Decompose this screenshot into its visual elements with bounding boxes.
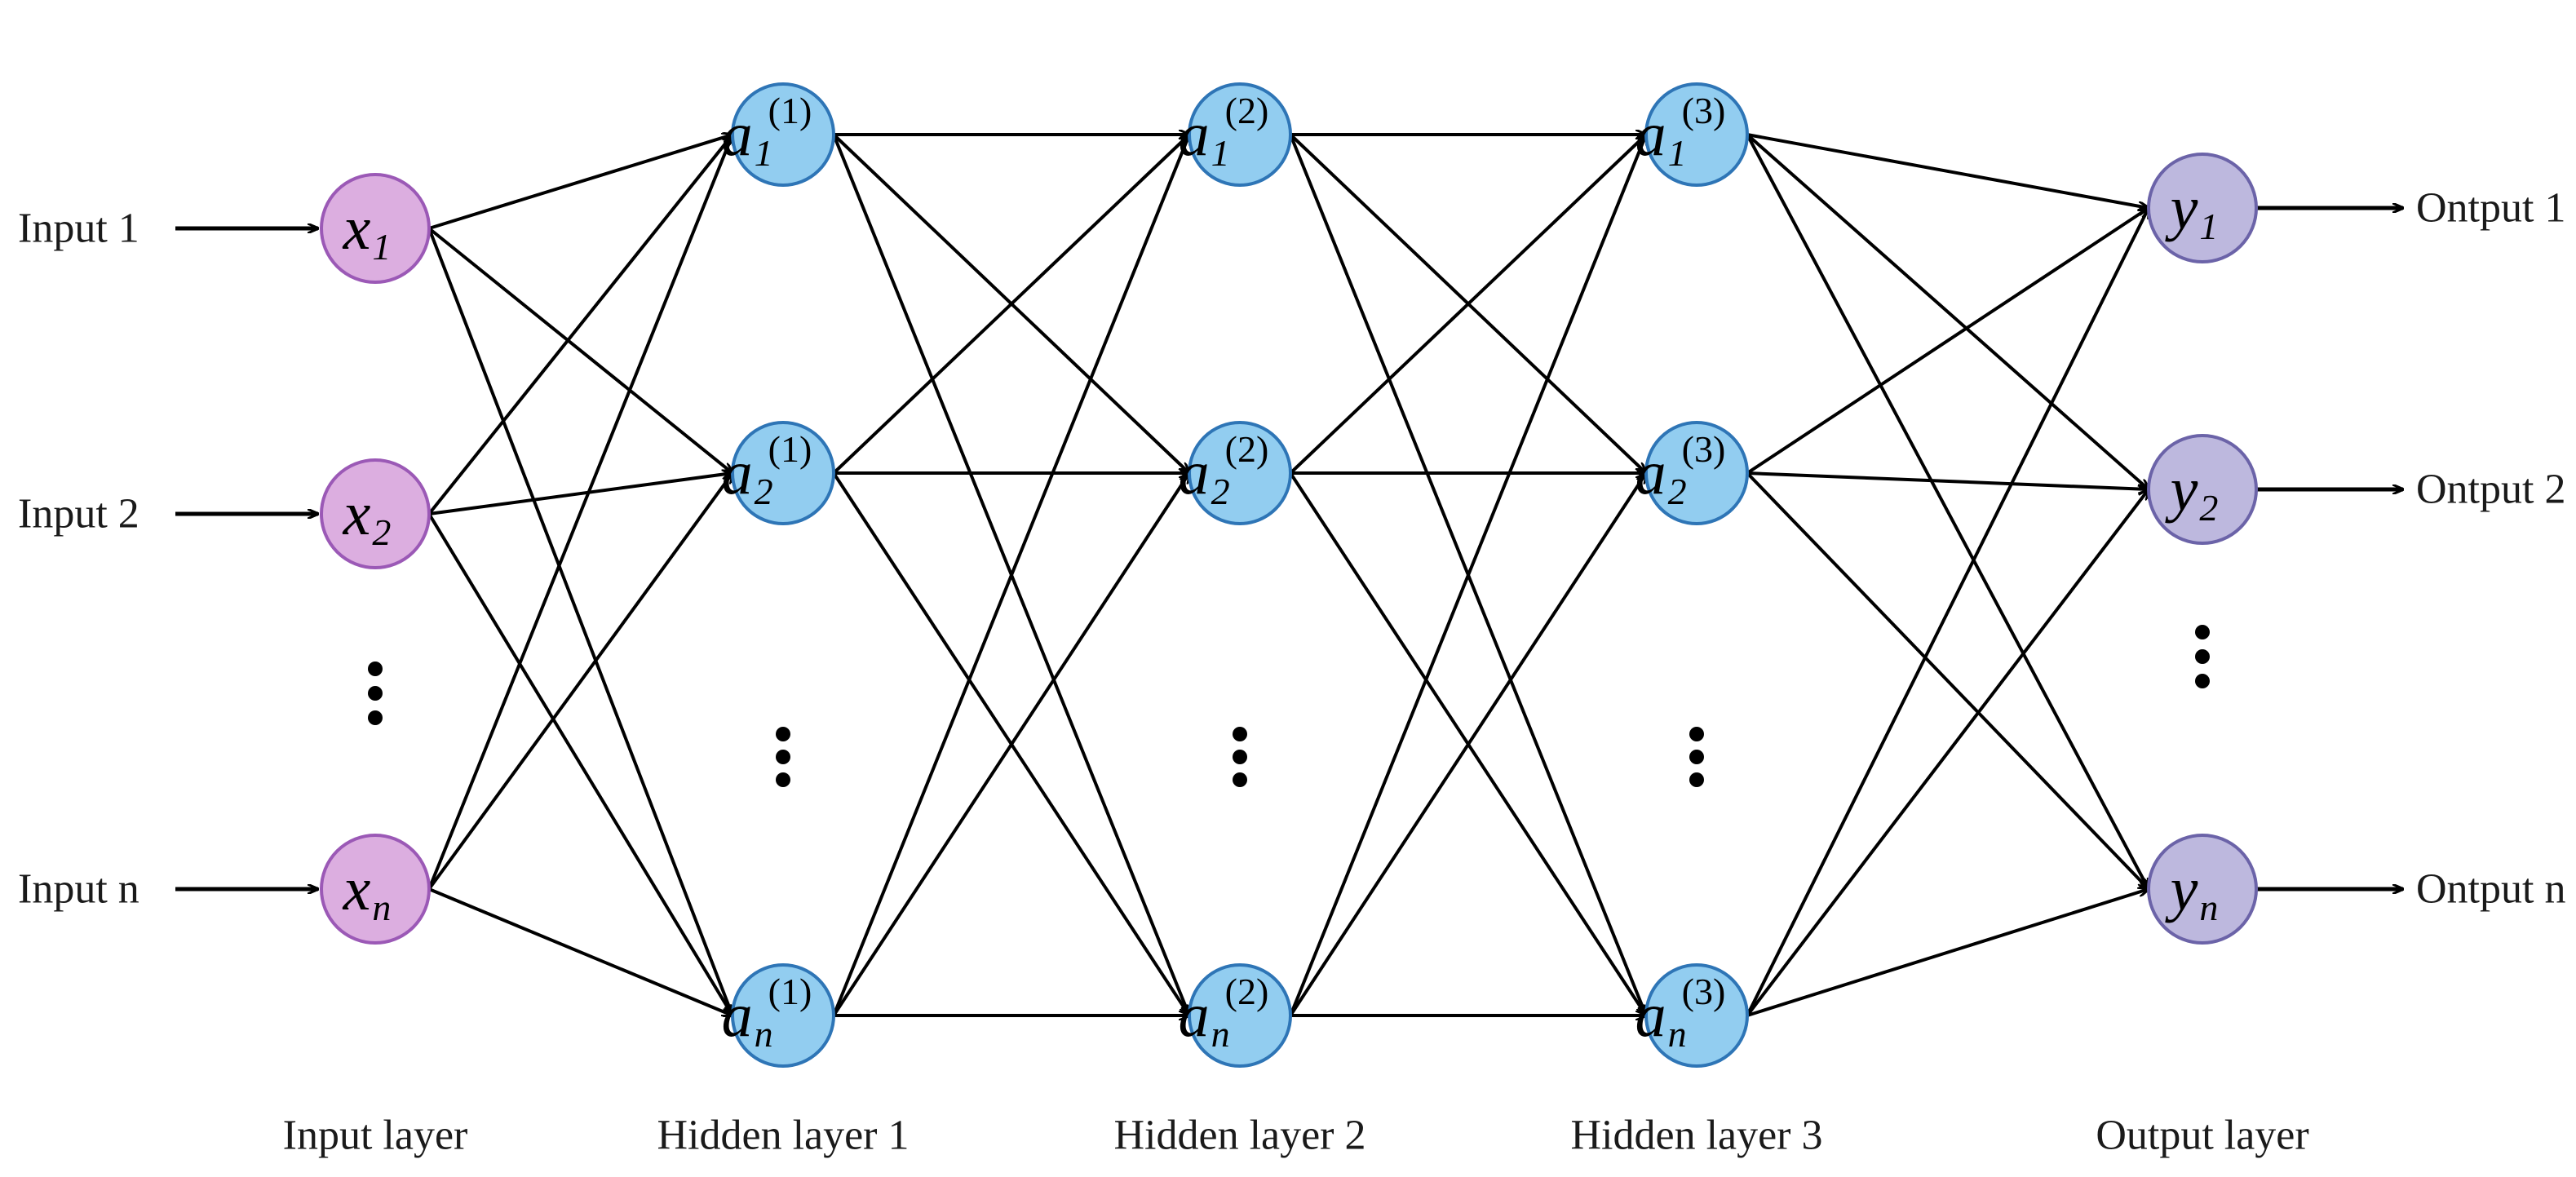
node-label-hidden2-1: a1(2) <box>1179 90 1269 174</box>
node-group: x1 x2 xn a1(1) a2(1) an(1) a1(2) a2(2) an(2) a1(3… <box>320 82 2258 1068</box>
edge-group <box>427 133 2149 1017</box>
layer-caption-hidden1: Hidden layer 1 <box>657 1113 909 1159</box>
edge-hidden3-2-to-output-1 <box>1746 208 2149 475</box>
vertical-ellipsis-dot-output-1 <box>2195 625 2210 639</box>
edge-input-1-to-hidden1-3 <box>427 228 733 1015</box>
node-label-hidden1-1: a1(1) <box>722 90 812 174</box>
node-label-input-1: x1 <box>343 194 392 268</box>
output-label-2: Ontput 2 <box>2416 467 2565 513</box>
edge-hidden1-3-to-hidden2-1 <box>832 135 1189 1016</box>
io-arrow-group <box>175 208 2403 889</box>
edge-input-2-to-hidden1-1 <box>427 135 733 515</box>
edge-input-3-to-hidden1-2 <box>427 473 733 891</box>
input-label-2: Input 2 <box>18 491 139 538</box>
node-hidden2-2[interactable] <box>1188 421 1292 525</box>
node-label-hidden2-3: an(2) <box>1179 971 1269 1055</box>
edge-hidden3-1-to-output-2 <box>1746 133 2149 489</box>
node-input-2[interactable] <box>320 458 431 569</box>
caption-group: Input layer Hidden layer 1 Hidden layer 2 H… <box>283 1113 2309 1159</box>
edge-hidden2-2-to-hidden3-1 <box>1289 135 1646 475</box>
edge-hidden3-2-to-output-2 <box>1746 471 2149 489</box>
node-hidden1-1[interactable] <box>731 82 835 187</box>
node-label-hidden3-1: a1(3) <box>1635 90 1726 174</box>
vertical-ellipsis-dot-hidden2-2 <box>1233 750 1247 764</box>
vertical-ellipsis-dot-hidden3-2 <box>1689 750 1704 764</box>
node-label-hidden2-2: a2(2) <box>1179 428 1269 512</box>
edge-input-2-to-hidden1-3 <box>427 512 733 1015</box>
ellipsis-group <box>368 625 2210 787</box>
node-input-3[interactable] <box>320 834 431 945</box>
io-text-group: Input 1 Input 2 Input n Ontput 1 Ontput 2 Ont… <box>18 185 2565 913</box>
output-label-1: Ontput 1 <box>2416 185 2565 232</box>
node-output-2[interactable] <box>2147 434 2258 545</box>
node-hidden1-3[interactable] <box>731 963 835 1068</box>
node-hidden1-2[interactable] <box>731 421 835 525</box>
edge-hidden3-1-to-output-1 <box>1746 133 2149 208</box>
vertical-ellipsis-dot-output-3 <box>2195 674 2210 688</box>
vertical-ellipsis-dot-hidden2-3 <box>1233 772 1247 787</box>
node-label-output-2: y2 <box>2165 455 2219 529</box>
node-label-hidden3-3: an(3) <box>1635 971 1726 1055</box>
edge-input-3-to-hidden1-1 <box>427 135 733 890</box>
node-output-1[interactable] <box>2147 153 2258 263</box>
input-label-3: Input n <box>18 866 139 913</box>
edge-input-2-to-hidden1-2 <box>428 473 733 515</box>
layer-caption-input: Input layer <box>283 1113 468 1159</box>
layer-caption-hidden2: Hidden layer 2 <box>1113 1113 1365 1159</box>
node-hidden3-2[interactable] <box>1644 421 1749 525</box>
edge-hidden1-2-to-hidden2-1 <box>832 135 1189 475</box>
edge-input-1-to-hidden1-2 <box>427 227 733 473</box>
node-hidden3-3[interactable] <box>1644 963 1749 1068</box>
node-hidden2-3[interactable] <box>1188 963 1292 1068</box>
edge-input-3-to-hidden1-3 <box>428 887 733 1015</box>
edge-hidden3-3-to-output-3 <box>1746 889 2149 1017</box>
vertical-ellipsis-dot-hidden1-1 <box>776 727 790 741</box>
layer-caption-output: Output layer <box>2096 1113 2308 1159</box>
node-label-hidden1-3: an(1) <box>722 971 812 1055</box>
edge-input-1-to-hidden1-1 <box>428 135 733 230</box>
node-label-output-1: y1 <box>2165 174 2219 247</box>
edge-hidden3-2-to-output-3 <box>1746 471 2149 889</box>
input-label-1: Input 1 <box>18 206 139 252</box>
node-hidden2-1[interactable] <box>1188 82 1292 187</box>
vertical-ellipsis-dot-hidden3-3 <box>1689 772 1704 787</box>
node-hidden3-1[interactable] <box>1644 82 1749 187</box>
node-label-output-3: yn <box>2165 855 2219 928</box>
edge-hidden1-3-to-hidden2-2 <box>832 473 1189 1017</box>
vertical-ellipsis-dot-input-1 <box>368 662 383 676</box>
vertical-ellipsis-dot-hidden1-2 <box>776 750 790 764</box>
layer-caption-hidden3: Hidden layer 3 <box>1570 1113 1822 1159</box>
vertical-ellipsis-dot-hidden1-3 <box>776 772 790 787</box>
node-label-input-3: xn <box>343 855 392 928</box>
edge-hidden2-3-to-hidden3-2 <box>1289 473 1646 1017</box>
edge-hidden3-3-to-output-2 <box>1746 489 2149 1017</box>
vertical-ellipsis-dot-hidden2-1 <box>1233 727 1247 741</box>
node-input-1[interactable] <box>320 173 431 284</box>
edge-hidden3-1-to-output-3 <box>1746 134 2149 889</box>
vertical-ellipsis-dot-input-3 <box>368 710 383 725</box>
node-output-3[interactable] <box>2147 834 2258 945</box>
node-label-hidden3-2: a2(3) <box>1635 428 1726 512</box>
vertical-ellipsis-dot-output-2 <box>2195 649 2210 664</box>
vertical-ellipsis-dot-hidden3-1 <box>1689 727 1704 741</box>
node-label-input-2: x2 <box>343 480 392 553</box>
output-label-3: Ontput n <box>2416 866 2565 913</box>
edge-hidden3-3-to-output-1 <box>1746 208 2149 1016</box>
edge-hidden2-3-to-hidden3-1 <box>1289 135 1646 1016</box>
vertical-ellipsis-dot-input-2 <box>368 686 383 701</box>
node-label-hidden1-2: a2(1) <box>722 428 812 512</box>
